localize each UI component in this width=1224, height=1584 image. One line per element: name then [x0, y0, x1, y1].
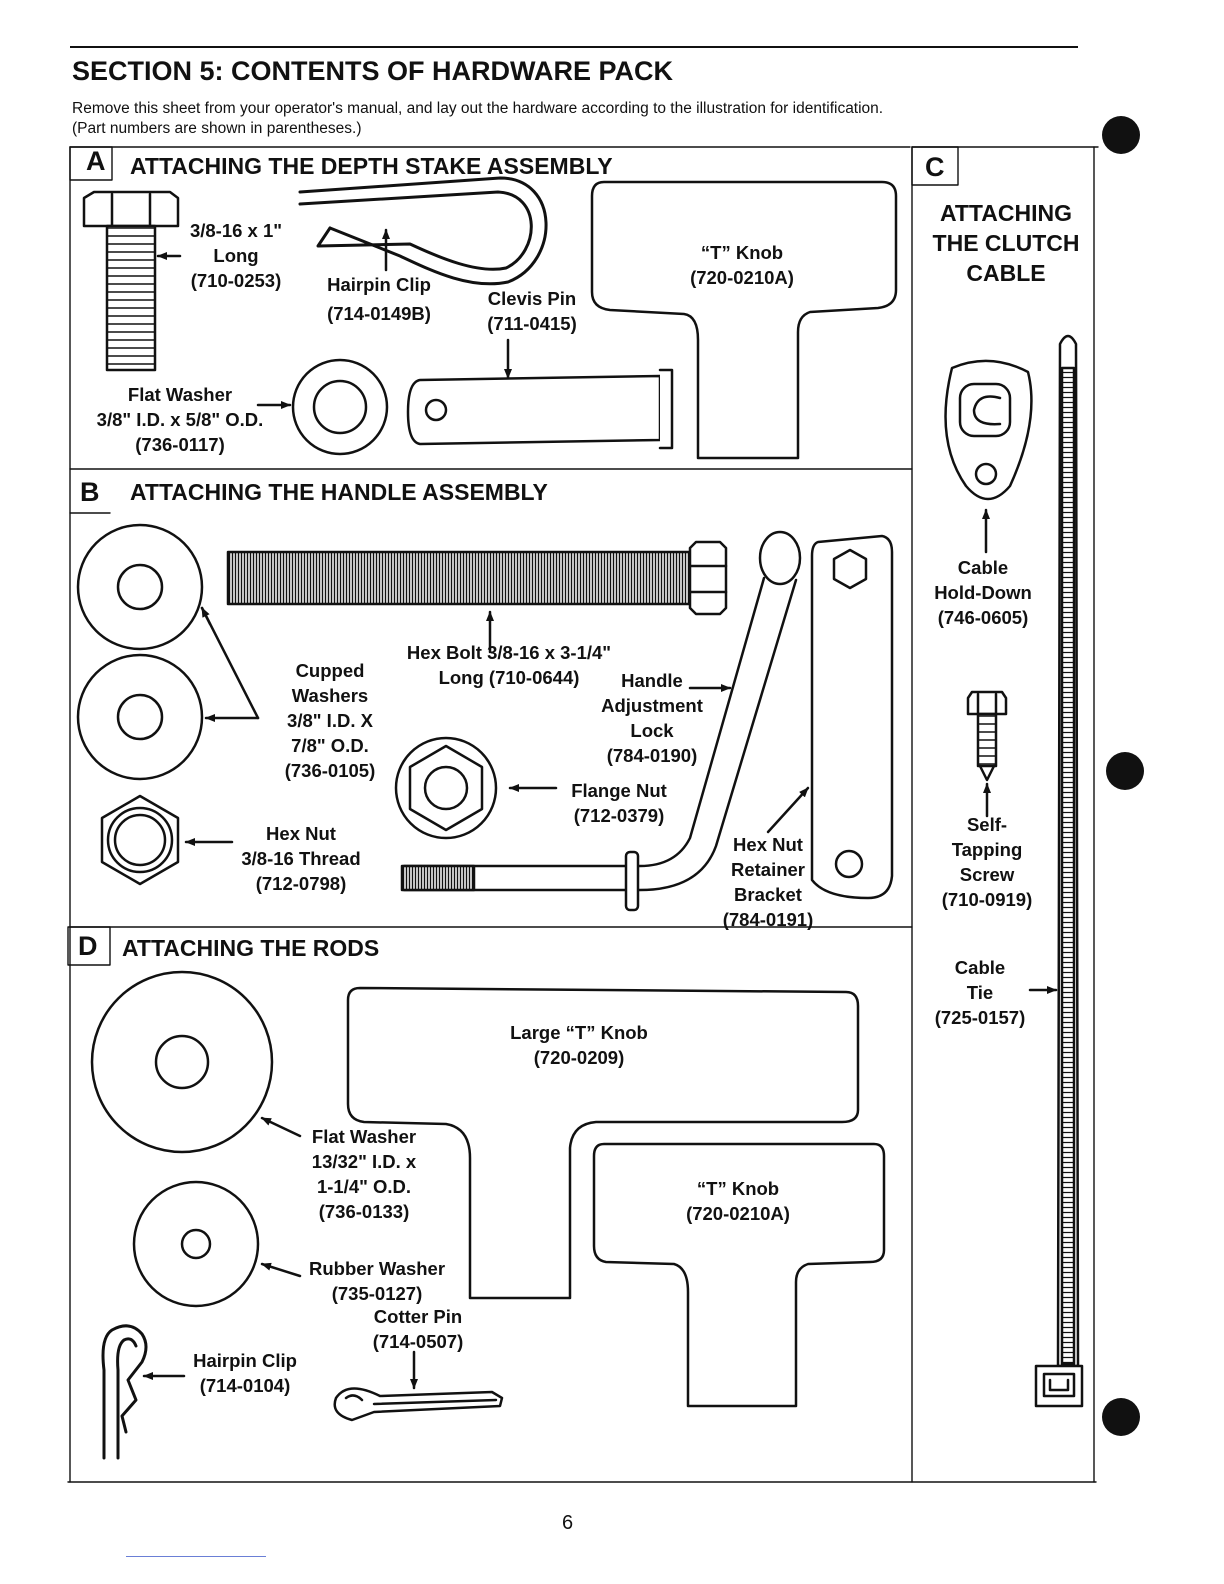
- hex-nut-label: Hex Nut 3/8-16 Thread (712-0798): [241, 823, 361, 894]
- t-knob-720-0210a-d: [592, 1142, 886, 1408]
- t-knob-a-label: “T” Knob (720-0210A): [690, 242, 794, 288]
- hairpin-clip-714-0149b: [298, 176, 548, 286]
- hairpin-clip-d-label: Hairpin Clip (714-0104): [193, 1350, 297, 1396]
- t-knob-720-0210a-a: [590, 180, 898, 460]
- self-tapping-screw-710-0919: [966, 690, 1008, 782]
- section-frames: [67, 146, 1099, 1483]
- bolt-710-0253: [82, 190, 180, 372]
- section-a-title: ATTACHING THE DEPTH STAKE ASSEMBLY: [130, 153, 613, 179]
- hex-nut-712-0798: [100, 794, 180, 886]
- retainer-arrow: [766, 786, 810, 834]
- large-t-knob-720-0209: [346, 986, 860, 1300]
- page-title: SECTION 5: CONTENTS OF HARDWARE PACK: [72, 56, 674, 86]
- cupped-washers-label: Cupped Washers 3/8" I.D. X 7/8" O.D. (73…: [284, 660, 376, 781]
- binder-hole-top: [1102, 116, 1140, 154]
- bottom-rule: [126, 1556, 266, 1557]
- flat-washer-736-0117: [291, 358, 389, 456]
- handle-adjustment-lock-784-0190: [400, 530, 802, 912]
- bolt-label: 3/8-16 x 1" Long (710-0253): [189, 220, 283, 291]
- section-c-letter: C: [925, 152, 945, 182]
- header-rule: [70, 46, 1078, 48]
- intro-line-2: (Part numbers are shown in parentheses.): [72, 120, 362, 137]
- flat-washer-a-label: Flat Washer 3/8" I.D. x 5/8" O.D. (736-0…: [96, 384, 264, 455]
- section-d-title: ATTACHING THE RODS: [122, 935, 380, 961]
- flange-nut-712-0379: [394, 736, 498, 840]
- flat-washer-d-arrow: [260, 1116, 302, 1138]
- section-c-title: ATTACHING THE CLUTCH CABLE: [932, 200, 1080, 286]
- hairpin-clip-714-0104: [101, 1324, 148, 1460]
- self-tapping-screw-label: Self- Tapping Screw (710-0919): [941, 814, 1033, 910]
- flange-nut-label: Flange Nut (712-0379): [571, 780, 667, 826]
- binder-hole-bottom: [1102, 1398, 1140, 1436]
- intro-line-1: Remove this sheet from your operator's m…: [72, 100, 884, 117]
- t-knob-d-label: “T” Knob (720-0210A): [686, 1178, 790, 1224]
- large-t-knob-label: Large “T” Knob (720-0209): [510, 1022, 648, 1068]
- cupped-washer-2: [76, 653, 204, 781]
- clevis-pin-label: Clevis Pin (711-0415): [487, 288, 577, 334]
- cable-hold-down-label: Cable Hold-Down (746-0605): [934, 557, 1032, 628]
- cable-tie-725-0157: [1034, 334, 1084, 1408]
- cupped-washer-1: [76, 523, 204, 651]
- cotter-pin-label: Cotter Pin (714-0507): [372, 1306, 464, 1352]
- intro-text: Remove this sheet from your operator's m…: [72, 99, 883, 139]
- cable-hold-down-746-0605: [944, 359, 1033, 501]
- retainer-bracket-label: Hex Nut Retainer Bracket (784-0191): [722, 834, 814, 930]
- binder-hole-middle: [1106, 752, 1144, 790]
- rubber-washer-label: Rubber Washer (735-0127): [308, 1258, 446, 1304]
- clevis-pin-711-0415: [406, 368, 674, 450]
- hex-bolt-label: Hex Bolt 3/8-16 x 3-1/4" Long (710-0644): [406, 642, 612, 688]
- section-d-letter: D: [78, 931, 98, 961]
- section-b-letter: B: [80, 477, 100, 507]
- rubber-washer-735-0127: [132, 1180, 260, 1308]
- section-a-letter: A: [86, 146, 106, 176]
- hex-nut-retainer-bracket-784-0191: [810, 534, 894, 900]
- hairpin-clip-label: Hairpin Clip (714-0149B): [327, 274, 431, 324]
- hex-bolt-710-0644: [226, 540, 728, 616]
- page-number: 6: [562, 1512, 574, 1534]
- cable-tie-label: Cable Tie (725-0157): [934, 957, 1026, 1028]
- cotter-pin-714-0507: [333, 1387, 504, 1422]
- handle-lock-label: Handle Adjustment Lock (784-0190): [601, 670, 703, 766]
- flat-washer-d-label: Flat Washer 13/32" I.D. x 1-1/4" O.D. (7…: [311, 1126, 417, 1222]
- rubber-washer-arrow: [260, 1262, 302, 1278]
- section-b-title: ATTACHING THE HANDLE ASSEMBLY: [130, 479, 548, 505]
- cupped-washer-arrows: [200, 606, 260, 720]
- flat-washer-736-0133: [90, 970, 274, 1154]
